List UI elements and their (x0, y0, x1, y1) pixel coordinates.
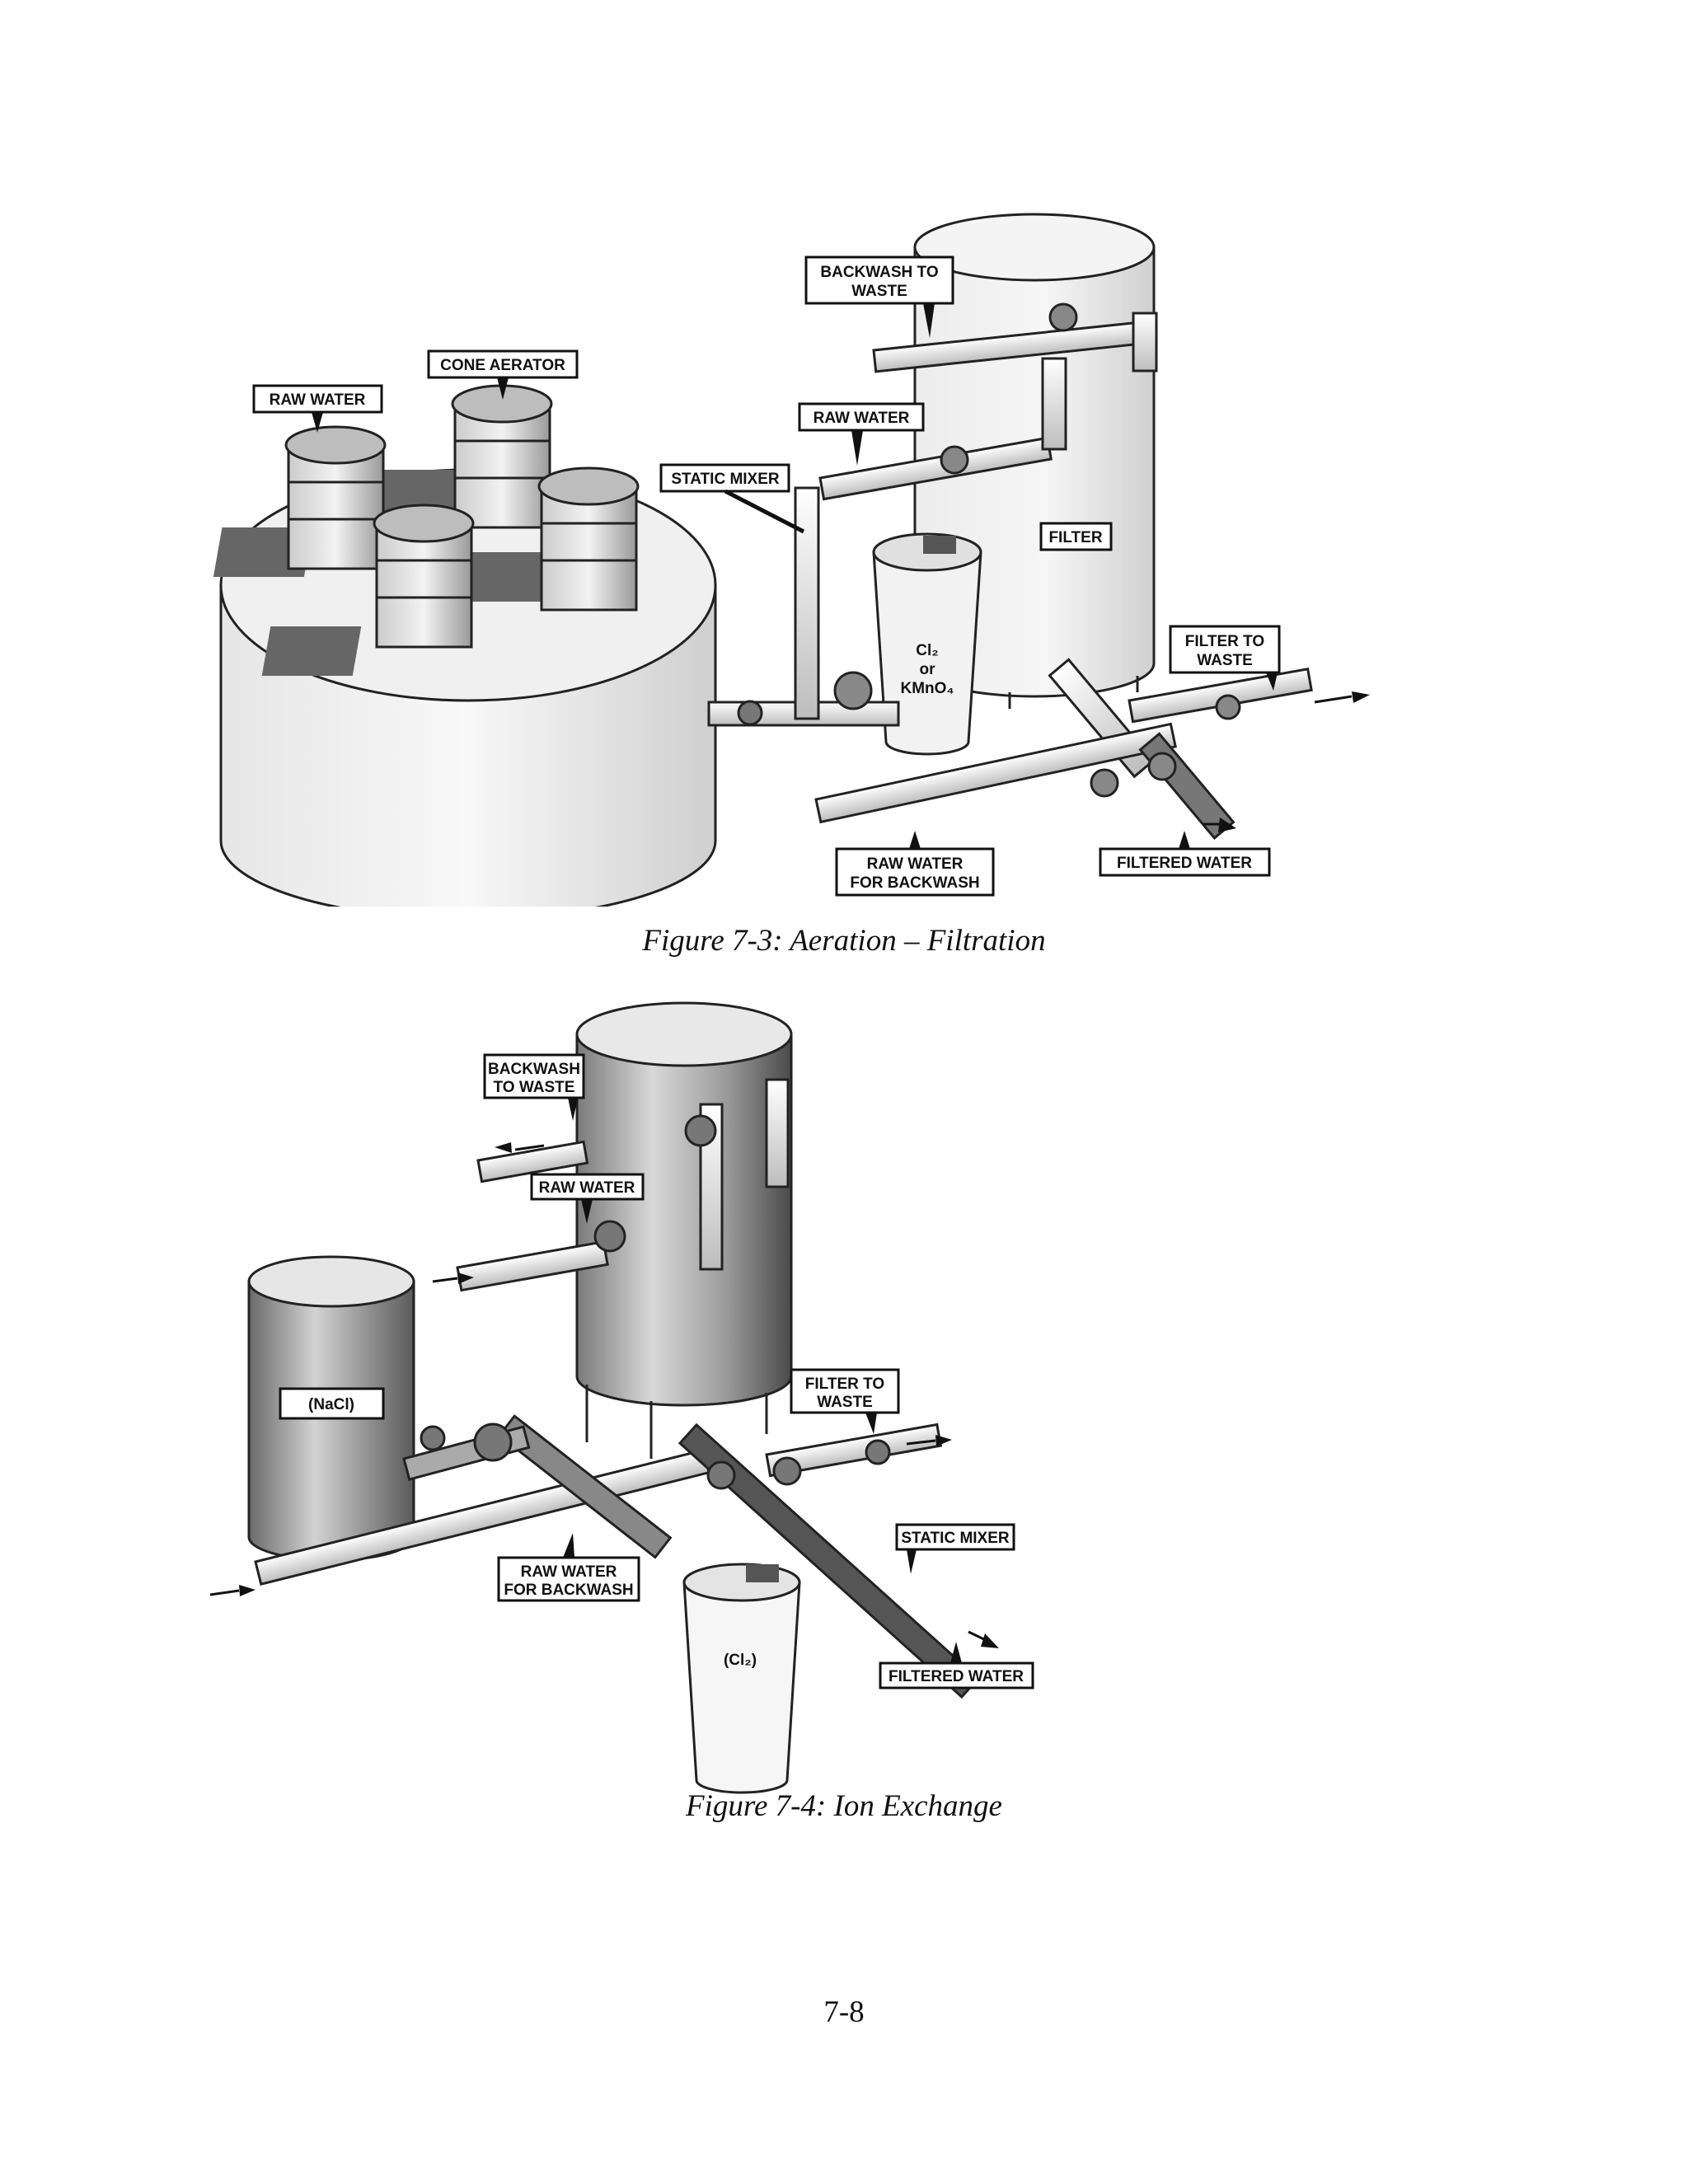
page-number: 7-8 (823, 1995, 865, 2029)
svg-text:or: or (920, 661, 936, 678)
label-static-mixer: STATIC MIXER (895, 1523, 1015, 1574)
svg-text:WASTE: WASTE (851, 283, 907, 300)
label-filter: FILTER (1039, 522, 1113, 551)
cone-aerator-3 (537, 466, 640, 612)
figure-7-4-caption: Figure 7-4: Ion Exchange (686, 1789, 1002, 1823)
svg-text:FILTER TO: FILTER TO (805, 1376, 884, 1393)
svg-text:STATIC MIXER: STATIC MIXER (901, 1530, 1010, 1547)
svg-text:RAW WATER: RAW WATER (270, 391, 366, 409)
label-cone-aerator: CONE AERATOR (427, 349, 579, 400)
label-static-mixer: STATIC MIXER (659, 463, 805, 534)
ion-exchange-vessel (575, 1001, 793, 1459)
svg-text:FOR BACKWASH: FOR BACKWASH (850, 874, 979, 892)
valves (420, 1114, 891, 1490)
svg-text:FOR BACKWASH: FOR BACKWASH (504, 1582, 633, 1599)
svg-text:TO WASTE: TO WASTE (494, 1079, 575, 1096)
svg-text:KMnO₄: KMnO₄ (901, 680, 954, 697)
svg-text:BACKWASH: BACKWASH (488, 1061, 580, 1078)
svg-text:Cl₂: Cl₂ (916, 642, 938, 659)
figure-ion-exchange: BACKWASH TO WASTE RAW WATER (NaCl) FILTE… (0, 997, 1688, 1797)
svg-text:RAW WATER: RAW WATER (867, 855, 964, 873)
label-raw-water-pipe: RAW WATER (798, 402, 925, 466)
label-filter-to-waste: FILTER TO WASTE (1169, 625, 1281, 691)
label-filter-to-waste: FILTER TO WASTE (790, 1368, 900, 1434)
label-filtered-water: FILTERED WATER (879, 1642, 1034, 1690)
figure-7-3-caption: Figure 7-3: Aeration – Filtration (642, 924, 1046, 958)
nacl-brine-tank (247, 1255, 415, 1562)
piping (209, 1078, 999, 1699)
cone-aerator-4 (373, 504, 475, 649)
svg-text:(Cl₂): (Cl₂) (724, 1652, 757, 1669)
svg-text:WASTE: WASTE (1197, 652, 1253, 669)
cone-aerator-1 (284, 425, 387, 570)
svg-text:FILTERED WATER: FILTERED WATER (1117, 855, 1252, 872)
svg-text:BACKWASH TO: BACKWASH TO (820, 264, 938, 281)
piping (707, 312, 1370, 841)
svg-text:FILTER: FILTER (1048, 529, 1102, 546)
cone-aerator-2 (451, 384, 553, 529)
cone-aerators (213, 384, 640, 676)
svg-text:WASTE: WASTE (817, 1394, 873, 1411)
label-cl2: (Cl₂) (724, 1652, 757, 1669)
cl2-feed-tank (682, 1563, 801, 1794)
ion-exchange-diagram: BACKWASH TO WASTE RAW WATER (NaCl) FILTE… (209, 1001, 1034, 1794)
label-nacl: (NaCl) (279, 1387, 385, 1420)
label-raw-water-for-backwash: RAW WATER FOR BACKWASH (835, 831, 995, 897)
svg-text:RAW WATER: RAW WATER (521, 1563, 617, 1581)
label-backwash-to-waste: BACKWASH TO WASTE (483, 1053, 585, 1121)
svg-text:(NaCl): (NaCl) (308, 1396, 354, 1413)
label-raw-water: RAW WATER (530, 1173, 645, 1224)
svg-text:FILTERED WATER: FILTERED WATER (889, 1668, 1024, 1685)
svg-text:STATIC MIXER: STATIC MIXER (671, 471, 780, 488)
label-raw-water: RAW WATER (252, 384, 383, 433)
label-backwash-to-waste: BACKWASH TO WASTE (804, 255, 954, 338)
label-filtered-water: FILTERED WATER (1099, 831, 1271, 877)
svg-text:RAW WATER: RAW WATER (539, 1179, 635, 1197)
svg-text:RAW WATER: RAW WATER (814, 410, 910, 427)
figure-aeration-filtration: RAW WATER CONE AERATOR BACKWASH TO WASTE… (0, 198, 1688, 907)
aeration-filtration-diagram: RAW WATER CONE AERATOR BACKWASH TO WASTE… (213, 213, 1370, 907)
svg-text:FILTER TO: FILTER TO (1185, 633, 1264, 650)
label-raw-water-for-backwash: RAW WATER FOR BACKWASH (497, 1533, 640, 1602)
valves (737, 302, 1241, 798)
label-chemical: Cl₂ or KMnO₄ (901, 642, 954, 697)
svg-text:CONE AERATOR: CONE AERATOR (440, 357, 565, 374)
chemical-feed-tank (872, 532, 982, 756)
